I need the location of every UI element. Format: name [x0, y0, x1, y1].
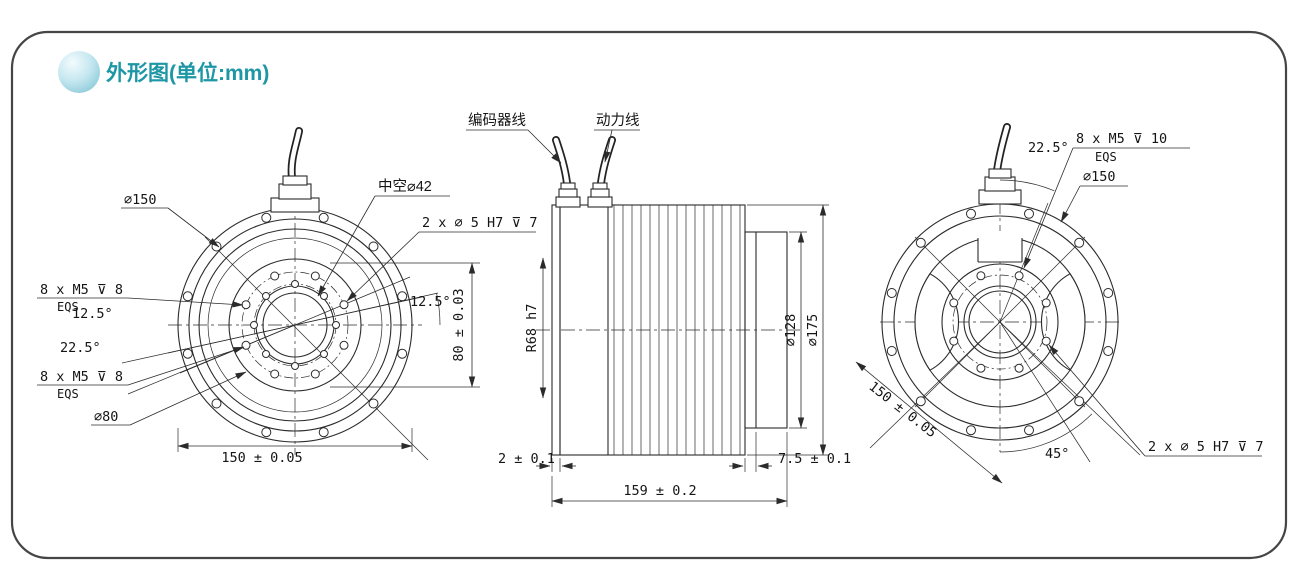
label-angle-12-5-right: 12.5°: [410, 294, 451, 310]
front-outer-bolt-holes: [182, 212, 408, 438]
label-dim-80: 80 ± 0.03: [451, 288, 467, 361]
label-bolt-note-top: 8 x M5 ⊽ 8: [40, 282, 123, 298]
label-rear-bolt-note-eqs: EQS: [1095, 150, 1117, 164]
rear-hollow-bore: [968, 290, 1032, 354]
label-bolt-note-bottom-eqs: EQS: [57, 387, 79, 401]
label-d128: ⌀128: [783, 314, 799, 347]
label-r68: R68 h7: [524, 304, 540, 353]
side-view: 编码器线 动力线 R68 h7 ⌀128 ⌀175 2 ± 0.: [466, 112, 851, 507]
rear-view: 22.5° 8 x M5 ⊽ 10 EQS ⌀150 150 ± 0.05 45…: [855, 123, 1264, 484]
side-rear-hub: [744, 231, 788, 429]
encoder-cable-gland: [552, 136, 581, 208]
label-dim-2: 2 ± 0.1: [498, 451, 555, 467]
front-labels: ⌀150 中空⌀42 2 x ⌀ 5 H7 ⊽ 7 8 x M5 ⊽ 8 EQS…: [37, 178, 538, 466]
front-inner-bolt-holes: [241, 271, 349, 379]
header: 外形图(单位:mm): [58, 51, 269, 93]
label-d175: ⌀175: [805, 314, 821, 347]
label-d80: ⌀80: [94, 409, 118, 425]
side-front-flange: [551, 204, 561, 456]
label-rear-bolt-note: 8 x M5 ⊽ 10: [1076, 131, 1167, 147]
label-front-d150: ⌀150: [124, 192, 157, 208]
front-hollow-bore: [262, 292, 328, 358]
label-angle-12-5-left: 12.5°: [72, 306, 113, 322]
label-rear-angle-45: 45°: [1045, 446, 1069, 462]
label-rear-angle-22-5: 22.5°: [1028, 140, 1069, 156]
rear-cable-gland: [978, 123, 1022, 205]
side-cooling-fins: [613, 205, 741, 455]
front-view: ⌀150 中空⌀42 2 x ⌀ 5 H7 ⊽ 7 8 x M5 ⊽ 8 EQS…: [37, 127, 538, 466]
rear-top-notch: [977, 231, 1023, 263]
label-dim-159: 159 ± 0.2: [623, 483, 696, 499]
label-dim-7-5: 7.5 ± 0.1: [778, 451, 851, 467]
front-cable-gland: [270, 127, 320, 213]
label-hollow-d42: 中空⌀42: [378, 178, 432, 195]
label-bolt-note-bottom: 8 x M5 ⊽ 8: [40, 369, 123, 385]
side-labels: 编码器线 动力线 R68 h7 ⌀128 ⌀175 2 ± 0.: [466, 112, 851, 507]
label-rear-dowel: 2 x ⌀ 5 H7 ⊽ 7: [1148, 439, 1264, 455]
label-power-cable: 动力线: [596, 112, 640, 129]
panel-border: [10, 30, 1288, 560]
label-angle-22-5-left: 22.5°: [60, 340, 101, 356]
label-encoder-cable: 编码器线: [468, 112, 526, 129]
page-title: 外形图(单位:mm): [106, 61, 269, 85]
rear-inner-bolt-holes: [949, 271, 1051, 373]
label-rear-d150: ⌀150: [1083, 169, 1116, 185]
label-front-dowel: 2 x ⌀ 5 H7 ⊽ 7: [422, 215, 538, 231]
label-front-dim-150: 150 ± 0.05: [221, 450, 302, 466]
label-bolt-note-top-eqs: EQS: [57, 300, 79, 314]
header-bullet-icon: [58, 51, 100, 93]
